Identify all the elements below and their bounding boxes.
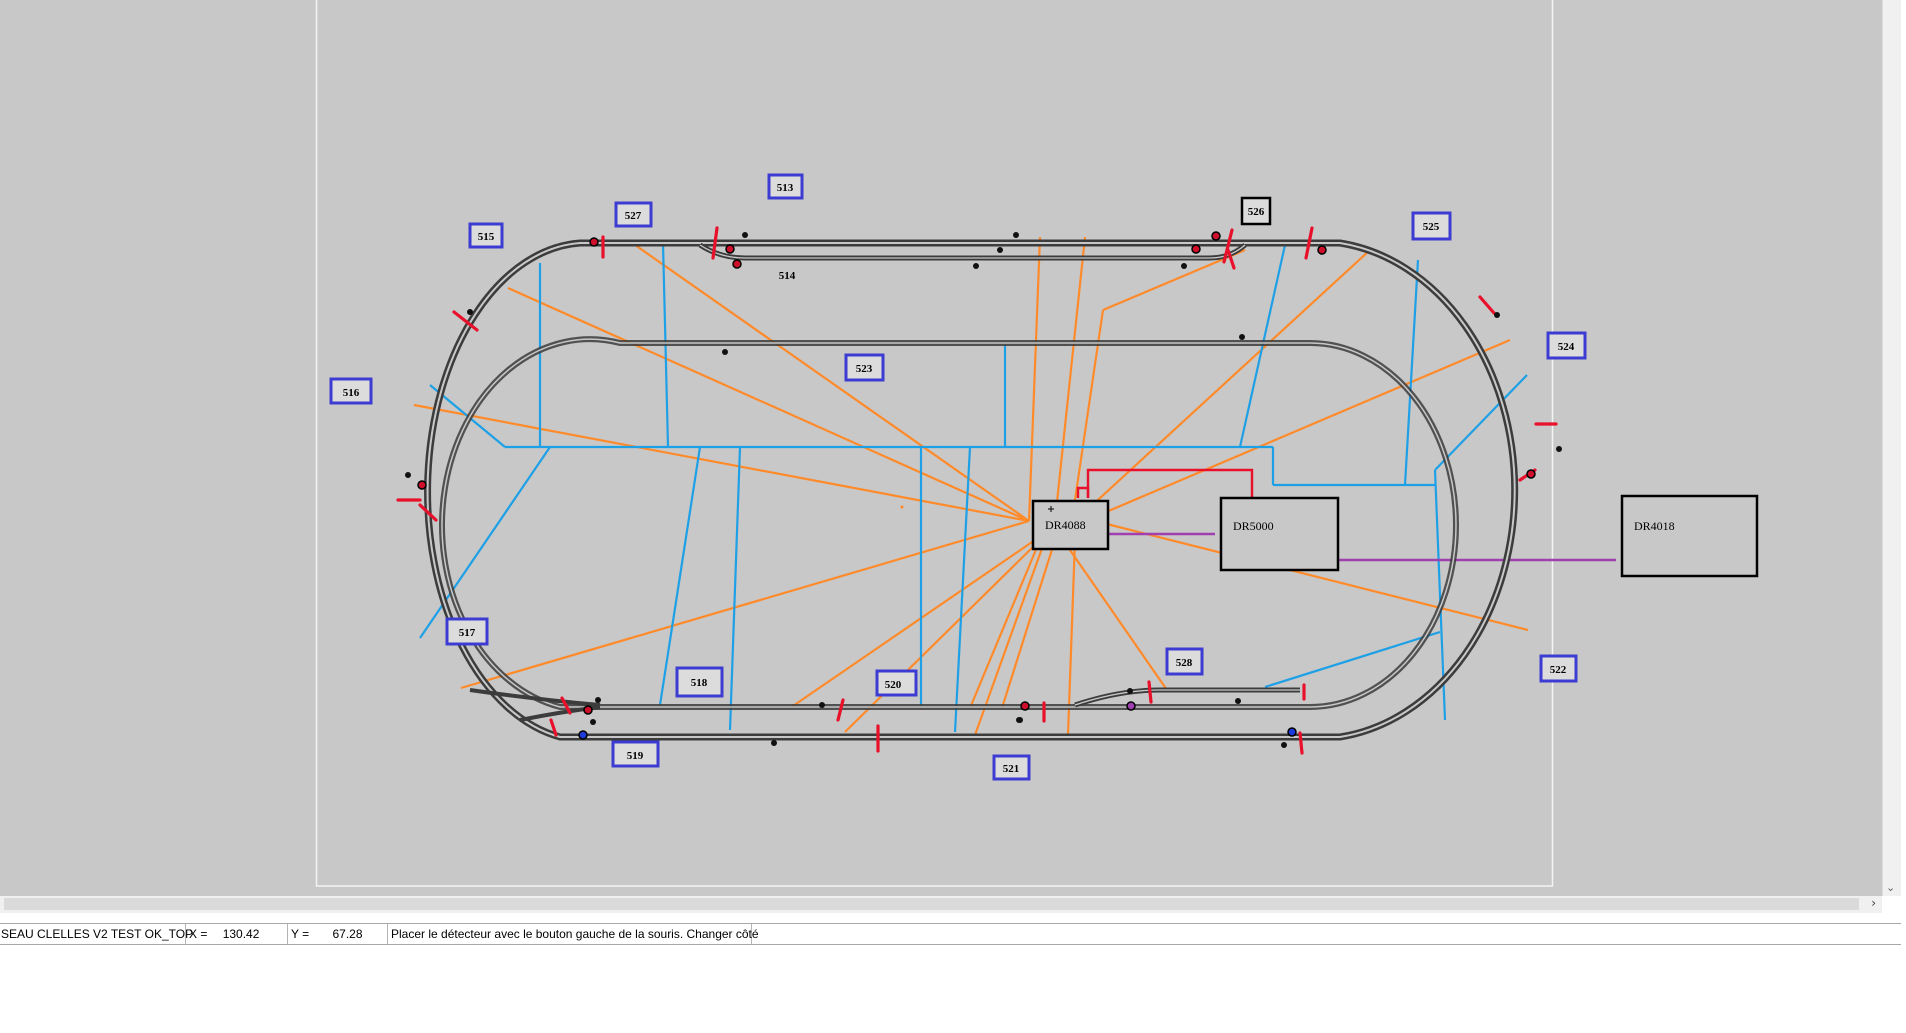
svg-text:DR4088: DR4088 xyxy=(1045,518,1086,532)
svg-text:528: 528 xyxy=(1176,657,1193,669)
detector-519[interactable]: 519 xyxy=(611,740,660,768)
status-x-coordinate: X = 130.42 xyxy=(186,924,288,944)
signal-icons xyxy=(417,231,1536,740)
y-label: Y = xyxy=(291,927,310,941)
y-value: 67.28 xyxy=(332,927,363,941)
detector-524[interactable]: 524 xyxy=(1546,331,1587,360)
horizontal-scroll-thumb[interactable] xyxy=(4,898,1859,910)
svg-text:517: 517 xyxy=(459,627,476,639)
detector-515[interactable]: 515 xyxy=(468,222,504,249)
detector-wires-orange xyxy=(413,236,1529,736)
track-plan[interactable]: 513 514 515 516 517 518 519 520 521 522 … xyxy=(0,0,1882,896)
detector-wires-blue xyxy=(419,242,1528,733)
scroll-down-icon[interactable]: ⌄ xyxy=(1886,881,1896,894)
detector-517[interactable]: 517 xyxy=(445,617,489,646)
stray-point xyxy=(900,505,904,509)
layout-canvas[interactable]: 513 514 515 516 517 518 519 520 521 522 … xyxy=(0,0,1882,896)
detector-labels[interactable]: 513 514 515 516 517 518 519 520 521 522 … xyxy=(329,173,1587,781)
detector-520[interactable]: 520 xyxy=(875,669,918,697)
bus-purple xyxy=(1103,532,1616,562)
svg-text:DR4018: DR4018 xyxy=(1634,519,1675,533)
svg-text:513: 513 xyxy=(777,182,794,194)
svg-text:516: 516 xyxy=(343,387,360,399)
device-dr4088[interactable]: DR4088 xyxy=(1031,499,1110,551)
detector-526[interactable]: 526 xyxy=(1240,196,1272,226)
status-message: Placer le détecteur avec le bouton gauch… xyxy=(388,924,759,944)
svg-text:526: 526 xyxy=(1248,206,1265,218)
detector-525[interactable]: 525 xyxy=(1411,211,1452,241)
svg-text:524: 524 xyxy=(1558,341,1575,353)
detector-518[interactable]: 518 xyxy=(675,666,724,698)
svg-text:520: 520 xyxy=(885,679,902,691)
detector-527[interactable]: 527 xyxy=(614,201,653,228)
status-y-coordinate: Y = 67.28 xyxy=(288,924,388,944)
svg-text:522: 522 xyxy=(1550,664,1567,676)
x-value: 130.42 xyxy=(222,927,260,941)
horizontal-scrollbar[interactable]: › xyxy=(0,896,1882,913)
status-filename: SEAU CLELLES V2 TEST OK_TOP xyxy=(0,924,193,944)
detector-523[interactable]: 523 xyxy=(844,353,885,382)
vertical-scrollbar[interactable]: ⌄ xyxy=(1882,0,1901,896)
svg-text:518: 518 xyxy=(691,677,708,689)
track-oval xyxy=(424,239,1519,741)
svg-text:521: 521 xyxy=(1003,763,1020,775)
scroll-right-icon[interactable]: › xyxy=(1871,896,1876,910)
detector-513[interactable]: 513 xyxy=(767,173,804,200)
contact-dots xyxy=(405,232,1562,748)
detector-516[interactable]: 516 xyxy=(329,377,373,405)
device-dr4018[interactable]: DR4018 xyxy=(1620,494,1759,578)
page-frame xyxy=(315,0,1554,887)
status-bar: SEAU CLELLES V2 TEST OK_TOP X = 130.42 Y… xyxy=(0,923,1901,945)
x-label: X = xyxy=(189,927,208,941)
device-dr5000[interactable]: DR5000 xyxy=(1219,496,1340,572)
svg-text:515: 515 xyxy=(478,231,495,243)
svg-text:525: 525 xyxy=(1423,221,1440,233)
detector-528[interactable]: 528 xyxy=(1165,647,1204,676)
svg-text:523: 523 xyxy=(856,363,873,375)
isolation-marks xyxy=(396,226,1558,755)
svg-text:519: 519 xyxy=(627,750,644,762)
svg-text:DR5000: DR5000 xyxy=(1233,519,1274,533)
power-bus-red xyxy=(1076,468,1254,498)
svg-text:527: 527 xyxy=(625,210,642,222)
detector-522[interactable]: 522 xyxy=(1539,654,1578,683)
detector-514[interactable]: 514 xyxy=(779,270,796,282)
detector-521[interactable]: 521 xyxy=(992,754,1031,781)
